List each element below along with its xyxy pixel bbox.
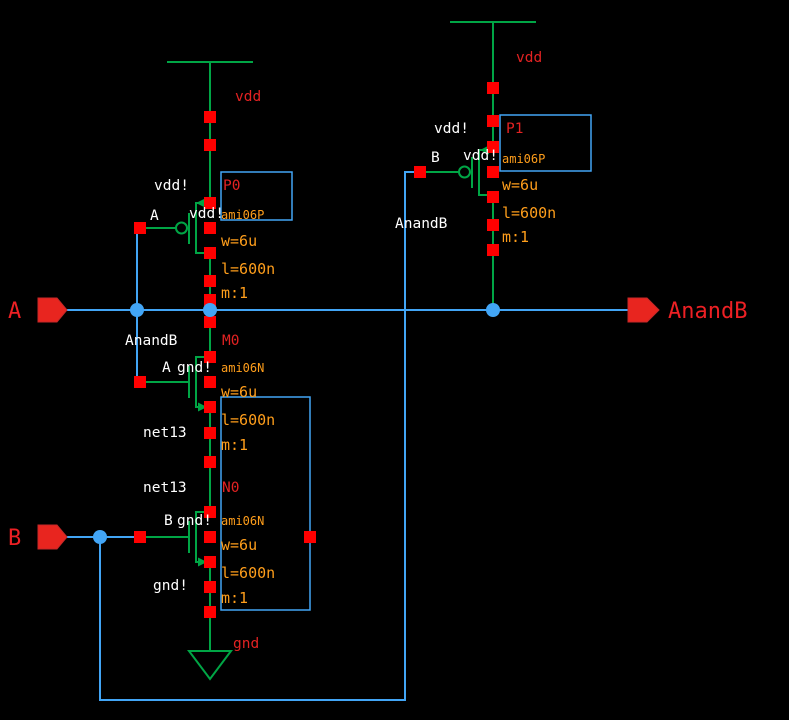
n0-source-net-label: gnd! [153,578,188,594]
n0-length-label: l=600n [221,564,275,582]
m0-mult-label: m:1 [221,436,248,454]
pin-square[interactable] [204,401,216,413]
pin-square[interactable] [204,351,216,363]
io-label-a: A [8,299,21,324]
junction-dot [93,530,107,544]
junction-dot [203,303,217,317]
selection-box-p0 [220,171,293,221]
n0-drain-net-label: net13 [143,480,187,496]
nmos-n0[interactable] [146,511,210,567]
gate-pin-m0[interactable] [134,376,146,388]
pin-square[interactable] [204,506,216,518]
pin-square[interactable] [304,531,316,543]
p0-instance-name: P0 [223,178,240,194]
junction-dot [130,303,144,317]
labels: vdd vdd! P0 A vdd! ami06P w=6u l=600n m:… [8,50,747,652]
m0-drain-net-label: AnandB [125,333,178,349]
pin-square[interactable] [487,244,499,256]
m0-model-label: ami06N [221,361,264,375]
gate-pin-p0[interactable] [134,222,146,234]
pin-square[interactable] [204,111,216,123]
pin-square[interactable] [487,141,499,153]
m0-length-label: l=600n [221,411,275,429]
m0-bulk-net-label: gnd! [177,360,212,376]
gnd-triangle[interactable] [187,650,233,681]
p1-model-label: ami06P [502,152,545,166]
pin-square[interactable] [487,82,499,94]
n0-mult-label: m:1 [221,589,248,607]
p1-gate-bubble[interactable] [458,165,471,179]
pin-squares [134,82,499,618]
input-pin-a[interactable] [37,297,68,323]
pin-square[interactable] [204,247,216,259]
pin-square[interactable] [204,139,216,151]
pin-square[interactable] [204,531,216,543]
m0-source-arrow [198,402,207,412]
pmos-p1[interactable] [426,145,493,196]
m0-instance-name: M0 [222,333,239,349]
pin-square[interactable] [204,376,216,388]
n0-bulk-net-label: gnd! [177,513,212,529]
m0-gate-net-label: A [162,360,171,376]
pin-square[interactable] [204,275,216,287]
n0-source-arrow [198,557,207,567]
p0-length-label: l=600n [221,260,275,278]
gate-pin-n0[interactable] [134,531,146,543]
p1-source-net-label: vdd! [434,121,469,137]
output-pin-anandb[interactable] [627,297,660,323]
junction-dot [486,303,500,317]
p1-drain-net-label: AnandB [395,216,448,232]
p1-mult-label: m:1 [502,228,529,246]
vdd-label-left: vdd [235,89,261,105]
selection-box-p1 [499,114,592,172]
pin-square[interactable] [487,191,499,203]
p1-width-label: w=6u [502,176,538,194]
pin-square[interactable] [204,427,216,439]
pin-square[interactable] [204,556,216,568]
gnd-label: gnd [233,636,259,652]
p1-source-arrow [480,145,489,155]
pin-square[interactable] [487,219,499,231]
pin-square[interactable] [204,581,216,593]
p0-mult-label: m:1 [221,284,248,302]
selection-box-m0-n0 [220,396,311,611]
vdd-label-right: vdd [516,50,542,66]
pin-square[interactable] [204,222,216,234]
p0-gate-net-label: A [150,208,159,224]
pin-square[interactable] [204,456,216,468]
m0-source-net-label: net13 [143,425,187,441]
n0-width-label: w=6u [221,536,257,554]
gate-pin-p1[interactable] [414,166,426,178]
pin-square[interactable] [204,294,216,306]
net-b-routing[interactable] [99,171,420,701]
p0-source-net-label: vdd! [154,178,189,194]
n0-instance-name: N0 [222,480,239,496]
junction-dots [93,303,500,544]
n0-model-label: ami06N [221,514,264,528]
net-wires [66,171,628,701]
p0-gate-bubble[interactable] [175,221,188,235]
io-label-out: AnandB [668,299,747,324]
p0-model-label: ami06P [221,208,264,222]
p0-source-arrow [196,198,205,208]
gnd-symbol[interactable] [187,650,233,681]
p1-gate-net-label: B [431,150,440,166]
m0-width-label: w=6u [221,383,257,401]
pin-square[interactable] [204,197,216,209]
pin-square[interactable] [204,606,216,618]
io-label-b: B [8,526,21,551]
p0-width-label: w=6u [221,232,257,250]
p1-length-label: l=600n [502,204,556,222]
pin-square[interactable] [487,115,499,127]
nmos-m0[interactable] [146,356,210,412]
pin-square[interactable] [487,166,499,178]
p0-bulk-net-label: vdd! [189,206,224,222]
p1-instance-name: P1 [506,121,523,137]
pin-square[interactable] [204,316,216,328]
pmos-p0[interactable] [146,198,210,254]
input-pin-b[interactable] [37,524,68,550]
n0-gate-net-label: B [164,513,173,529]
p1-bulk-net-label: vdd! [463,148,498,164]
